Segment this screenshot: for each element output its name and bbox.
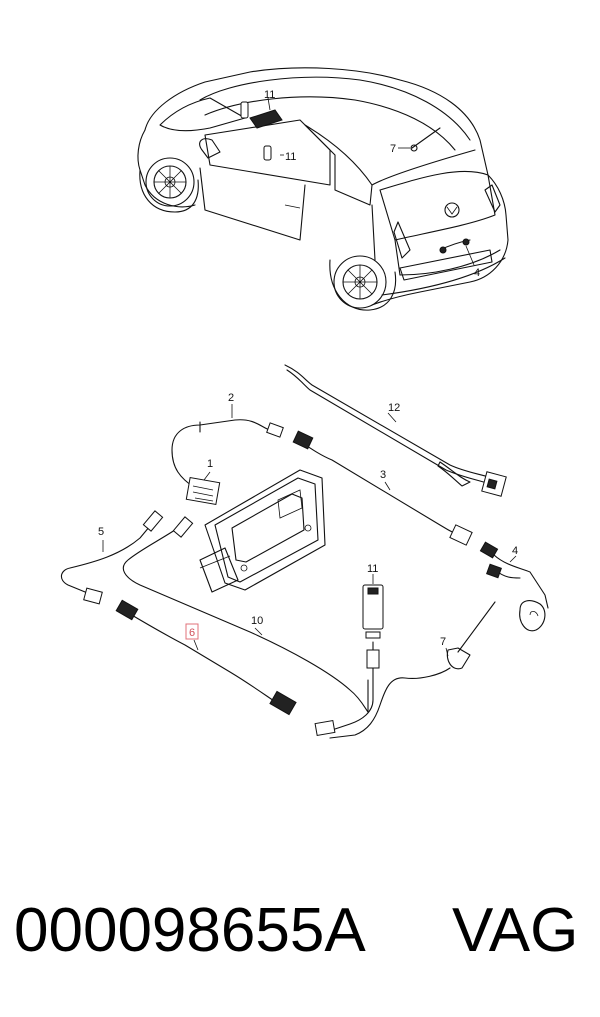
rear-wheel: [329, 255, 397, 311]
part-12-cable: [284, 364, 507, 497]
car-illustration: [137, 67, 509, 311]
front-wheel: [139, 157, 199, 213]
callout-part-11: 11: [367, 563, 378, 575]
part-5-cable: [60, 510, 164, 605]
callout-car-11-mid: 11: [285, 151, 296, 163]
callout-part-2: 2: [228, 392, 234, 404]
callout-part-6-highlight: [185, 623, 199, 640]
manufacturer-label: VAG: [452, 896, 579, 965]
part-number: 000098655A: [14, 896, 366, 965]
part-11-adapter: [314, 574, 384, 737]
callout-car-7: 7: [390, 143, 396, 155]
callout-car-4: 4: [474, 267, 480, 279]
part-7-antenna: [329, 601, 496, 739]
part-2-cable: [171, 404, 284, 489]
part-10-cable: [122, 516, 369, 713]
head-unit-frame: [199, 469, 326, 593]
callout-part-10: 10: [251, 615, 263, 627]
part-4-harness: [479, 541, 549, 632]
part-6-cable: [115, 599, 297, 716]
exploded-parts: [60, 364, 549, 739]
callout-car-11-top: 11: [264, 89, 275, 101]
callout-part-12: 12: [388, 402, 400, 414]
callout-part-3: 3: [380, 469, 386, 481]
callout-part-7: 7: [440, 636, 446, 648]
callout-part-5: 5: [98, 526, 104, 538]
callout-part-6: 6: [189, 627, 195, 639]
part-1-connector: [185, 471, 221, 506]
part-3-cable: [292, 430, 473, 546]
callout-part-1: 1: [207, 458, 213, 470]
callout-part-4: 4: [512, 545, 518, 557]
